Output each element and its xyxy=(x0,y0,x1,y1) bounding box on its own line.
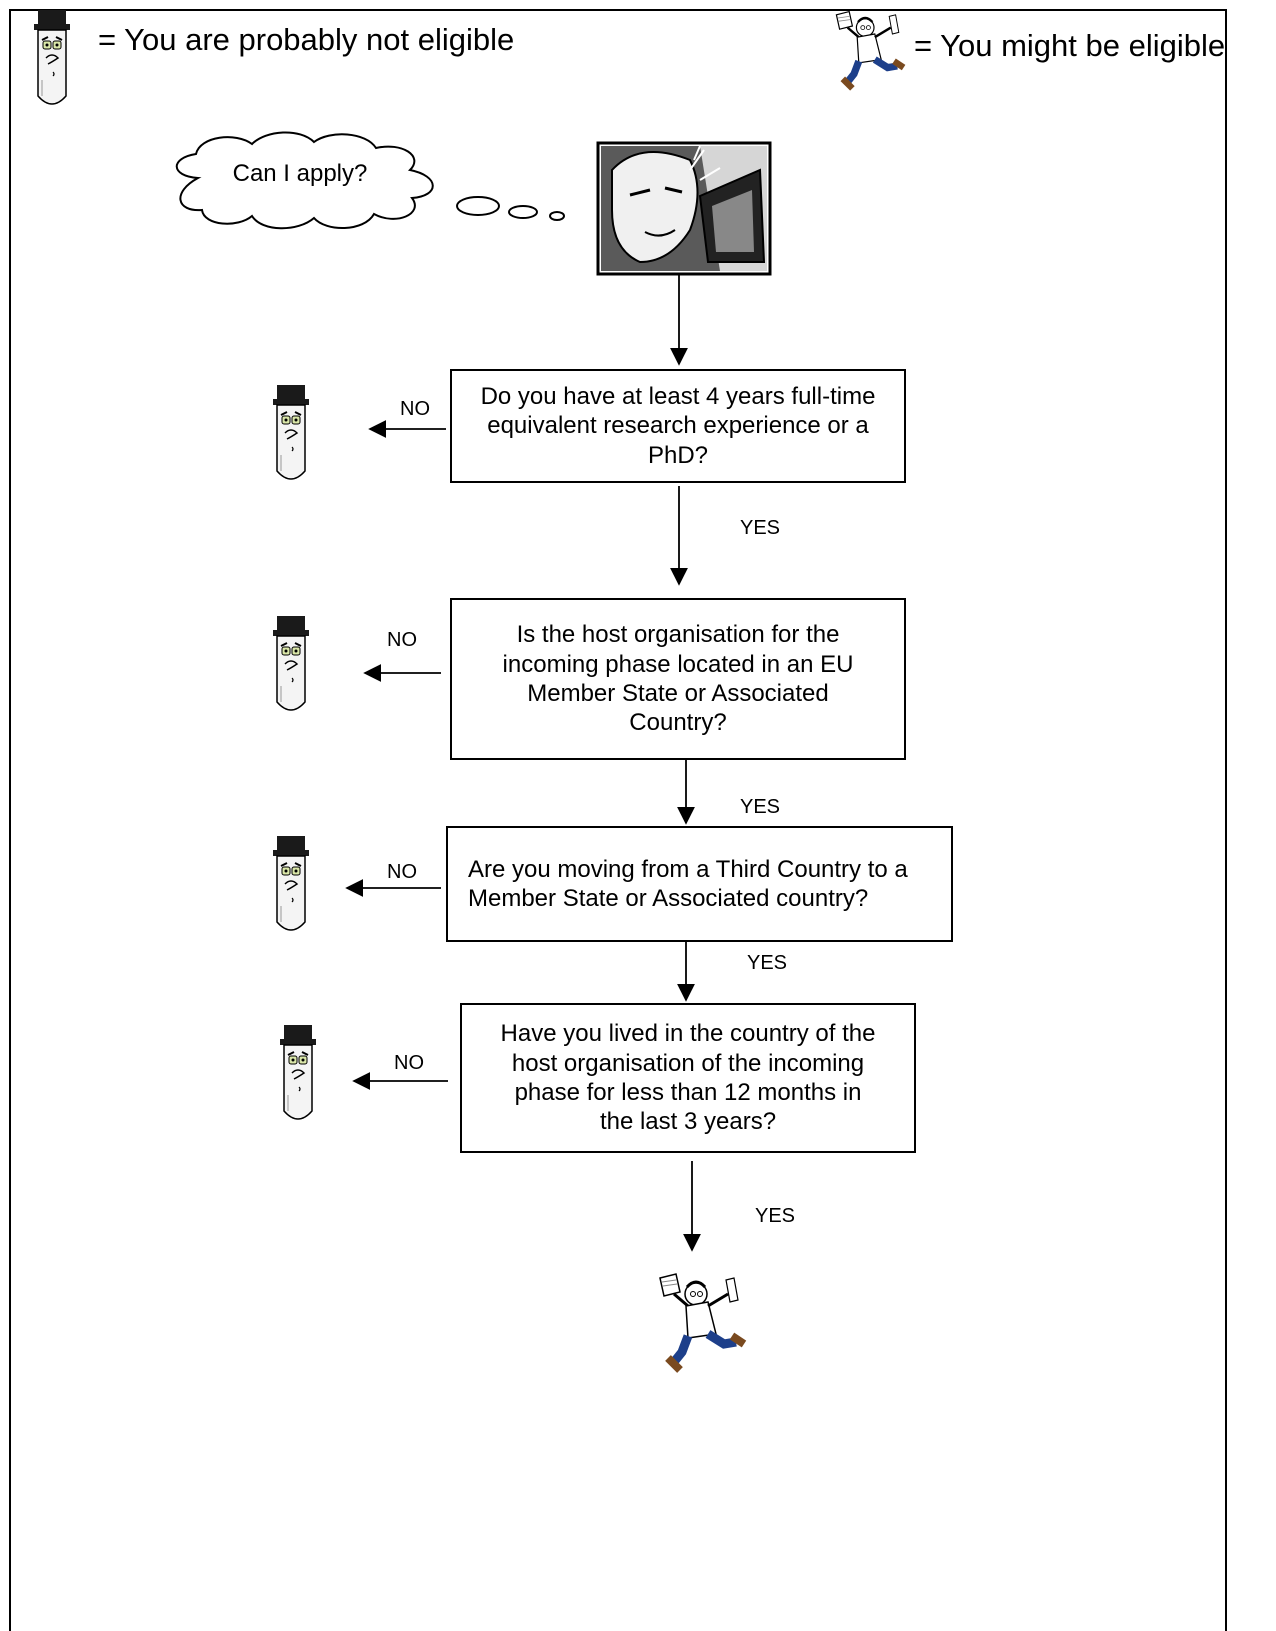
thought-text: Can I apply? xyxy=(232,160,368,187)
thought-bubble xyxy=(456,196,500,216)
test-tube-character-icon xyxy=(272,835,310,931)
question-box-1: Do you have at least 4 years full-time e… xyxy=(450,369,906,483)
thought-bubble xyxy=(508,205,538,219)
yes-label-3: YES xyxy=(747,952,788,974)
test-tube-character-icon xyxy=(33,9,71,105)
yes-label-1: YES xyxy=(740,517,781,539)
thought-cloud xyxy=(175,131,434,230)
page-frame xyxy=(9,9,1227,1631)
question-text-1: Do you have at least 4 years full-time e… xyxy=(480,383,876,469)
question-text-4: Have you lived in the country of the hos… xyxy=(500,1020,876,1136)
no-label-4: NO xyxy=(394,1052,424,1074)
running-scientist-icon xyxy=(836,12,903,89)
no-label-1: NO xyxy=(400,398,430,420)
woman-at-computer-icon xyxy=(596,141,772,276)
question-box-4: Have you lived in the country of the hos… xyxy=(460,1003,916,1153)
test-tube-character-icon xyxy=(272,384,310,480)
legend-eligible-text: = You might be eligible xyxy=(914,28,1226,63)
test-tube-character-icon xyxy=(279,1024,317,1120)
running-scientist-icon xyxy=(660,1274,744,1370)
question-box-2: Is the host organisation for the incomin… xyxy=(450,598,906,760)
question-text-3: Are you moving from a Third Country to a… xyxy=(468,855,908,912)
no-label-3: NO xyxy=(387,861,417,883)
no-label-2: NO xyxy=(387,629,417,651)
thought-bubble xyxy=(549,211,565,221)
yes-label-2: YES xyxy=(740,796,781,818)
yes-label-4: YES xyxy=(755,1205,796,1227)
question-box-3: Are you moving from a Third Country to a… xyxy=(446,826,953,942)
test-tube-character-icon xyxy=(272,615,310,711)
question-text-2: Is the host organisation for the incomin… xyxy=(502,621,854,737)
legend-not-eligible-text: = You are probably not eligible xyxy=(98,22,515,57)
